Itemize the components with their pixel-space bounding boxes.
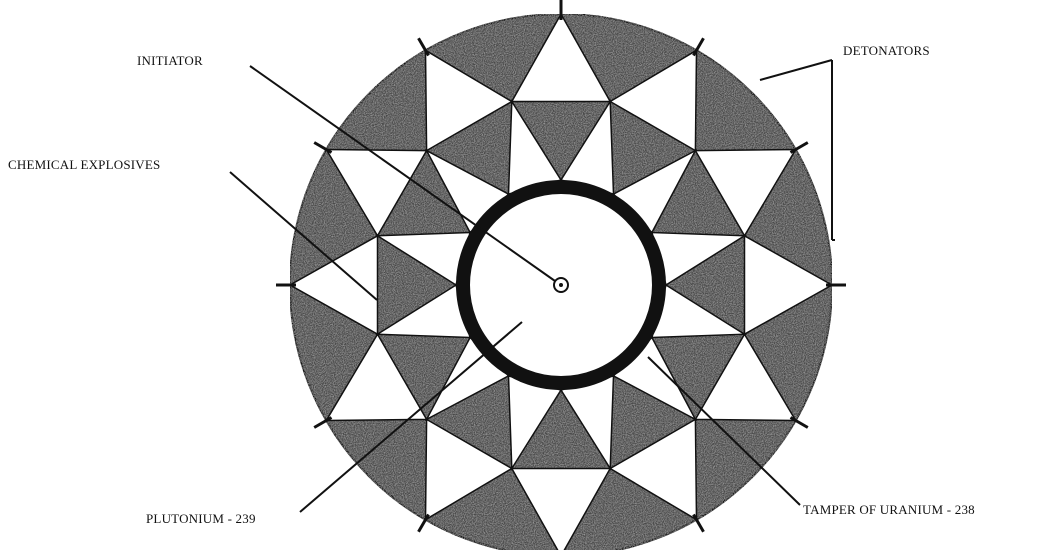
label-tamper: TAMPER OF URANIUM - 238 <box>803 502 975 518</box>
label-plutonium: PLUTONIUM - 239 <box>146 511 256 527</box>
leader-detonators-a <box>760 60 832 80</box>
label-initiator: INITIATOR <box>137 53 203 69</box>
label-detonators: DETONATORS <box>843 43 930 59</box>
label-chemical-explosives: CHEMICAL EXPLOSIVES <box>8 157 160 173</box>
